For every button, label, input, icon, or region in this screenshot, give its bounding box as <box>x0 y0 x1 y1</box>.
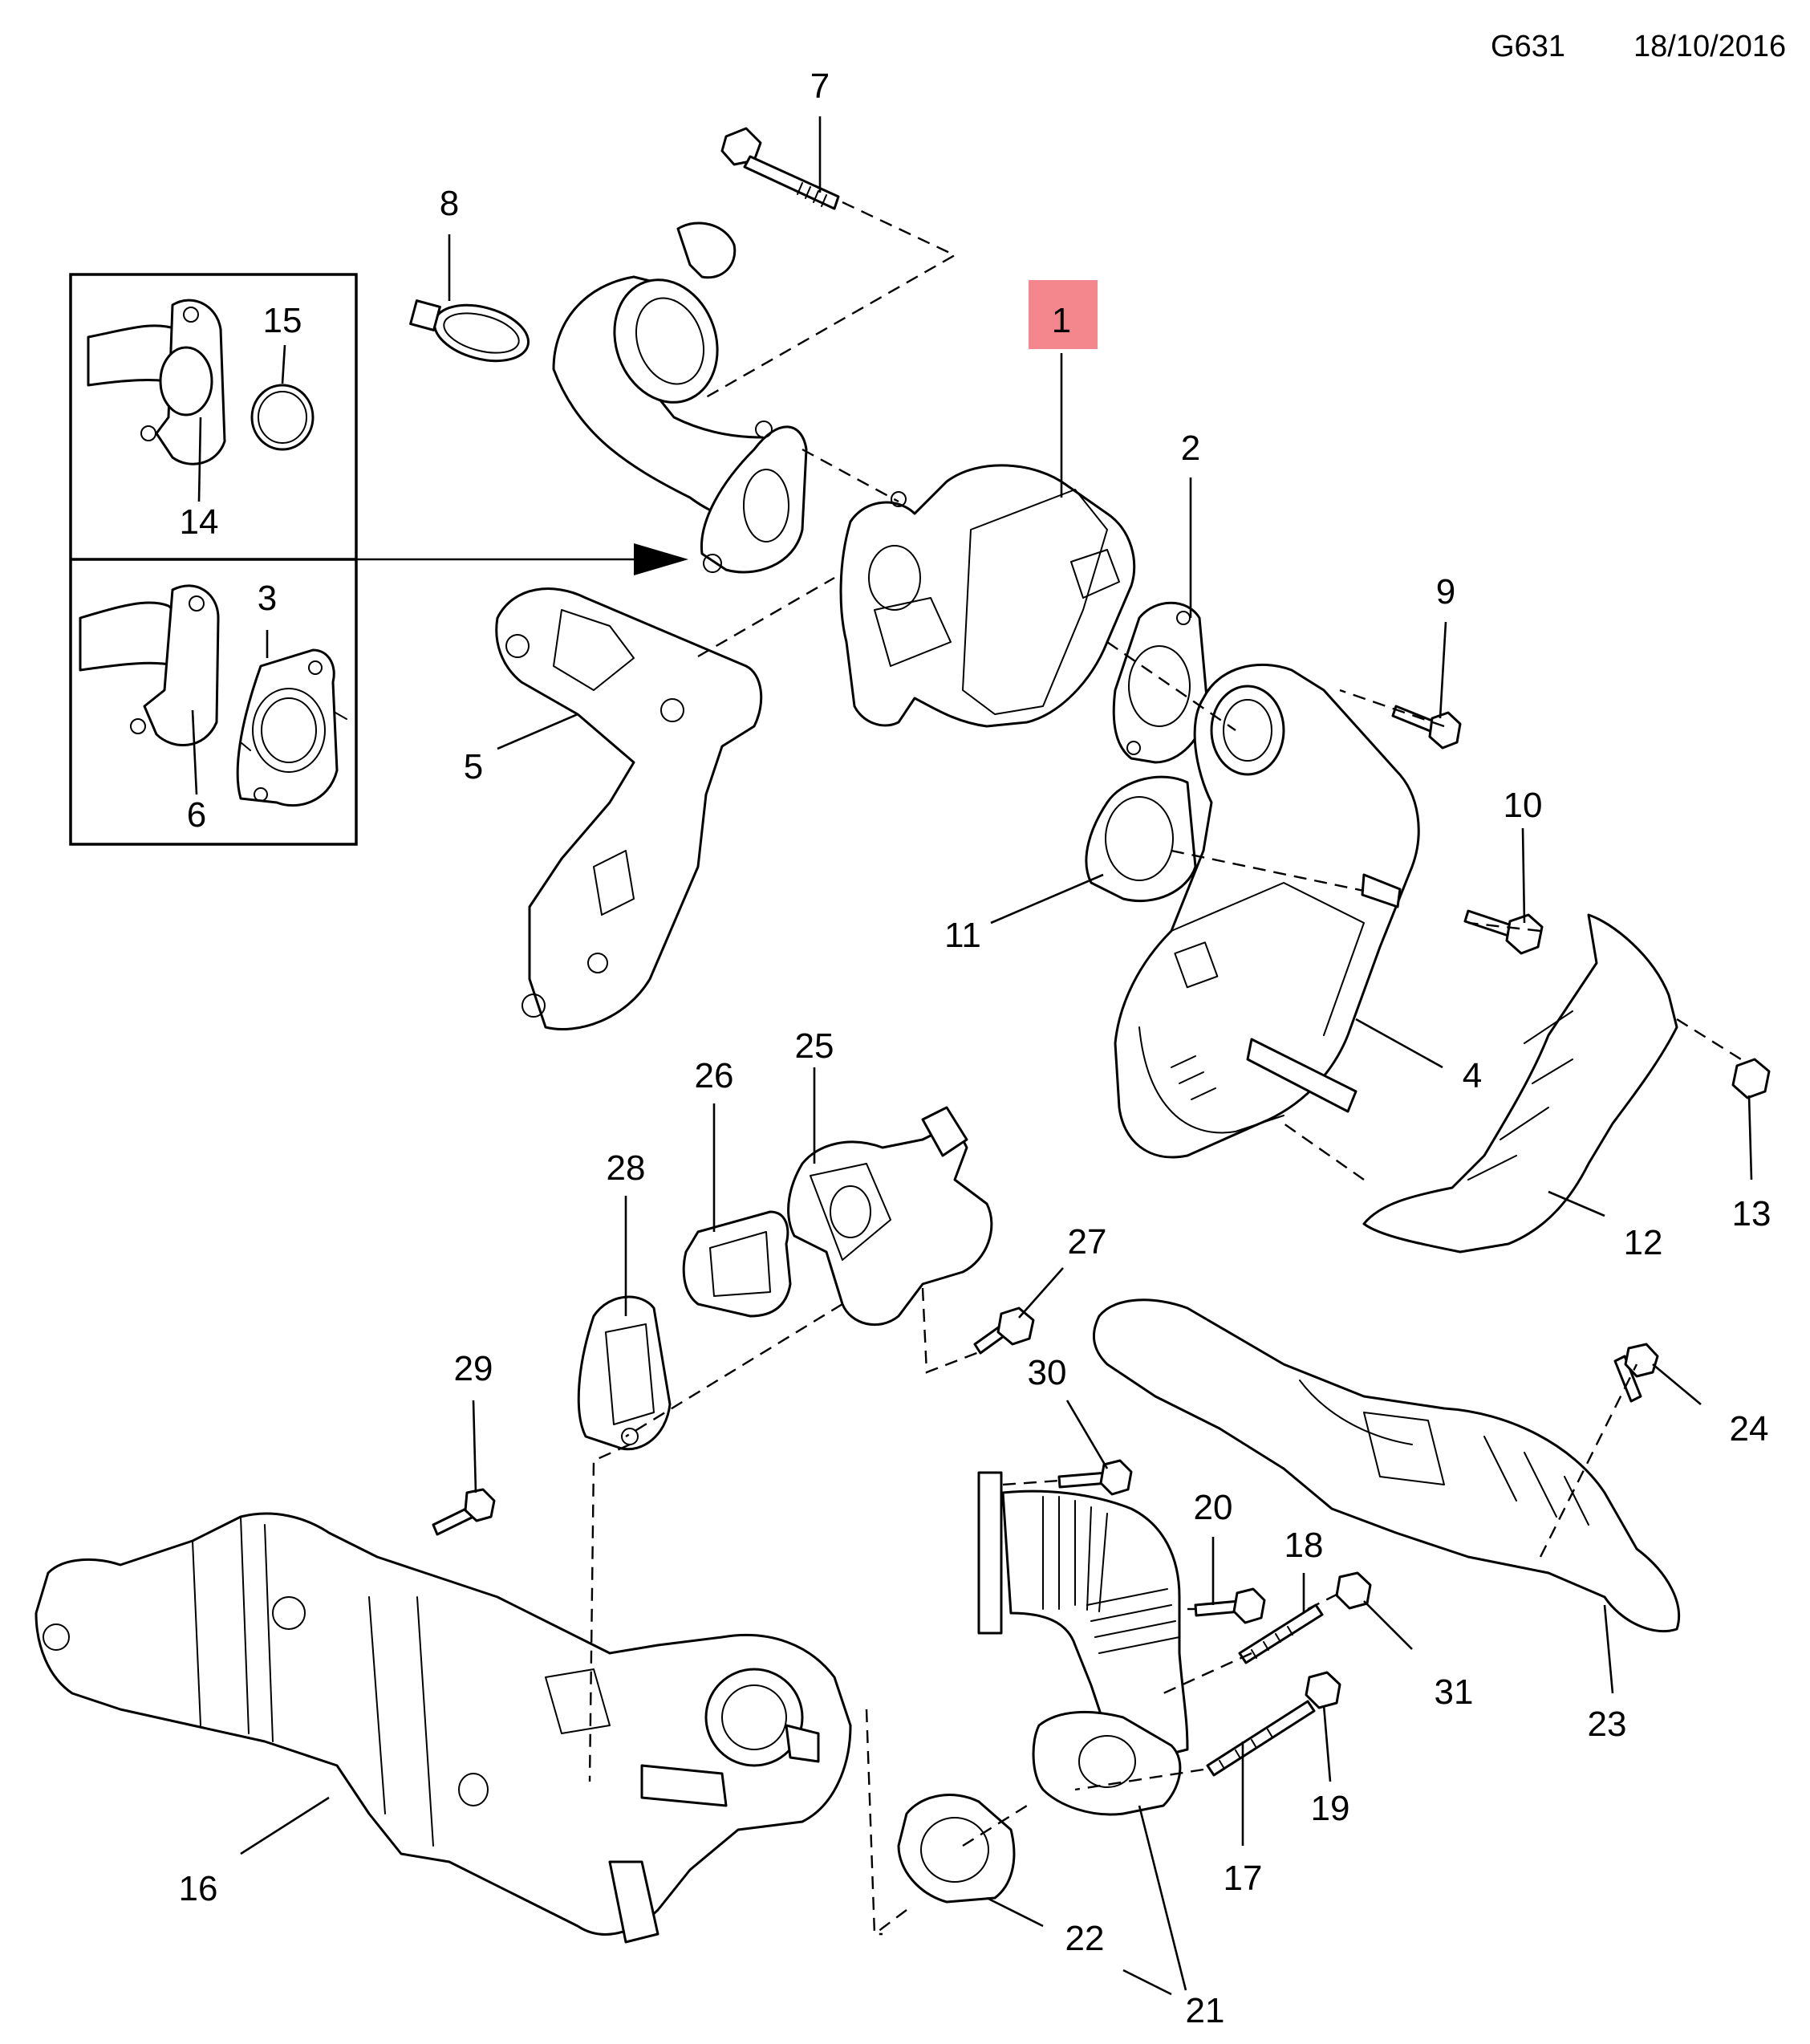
callout-2[interactable]: 2 <box>1181 429 1200 468</box>
callout-labels: 7 8 1 15 2 14 3 9 5 6 10 11 4 25 26 28 1… <box>179 67 1771 2030</box>
bolt-10[interactable] <box>1463 909 1544 955</box>
callout-17[interactable]: 17 <box>1224 1859 1263 1898</box>
egr-cooler-16[interactable] <box>34 1512 852 1944</box>
leader-15 <box>281 344 286 384</box>
callout-15[interactable]: 15 <box>263 301 302 340</box>
callout-10[interactable]: 10 <box>1504 786 1543 825</box>
diagram-code: G631 <box>1491 30 1565 63</box>
part-1-highlight <box>1029 280 1098 349</box>
callout-23[interactable]: 23 <box>1588 1705 1627 1744</box>
callout-30[interactable]: 30 <box>1028 1353 1067 1392</box>
callout-31[interactable]: 31 <box>1435 1672 1474 1712</box>
screw-13[interactable] <box>1731 1058 1771 1099</box>
callout-19[interactable]: 19 <box>1311 1789 1350 1828</box>
callout-21[interactable]: 21 <box>1186 1991 1225 2030</box>
egr-valve-1[interactable] <box>839 464 1136 728</box>
leader-14 <box>197 417 202 502</box>
stud-18[interactable] <box>1238 1603 1324 1664</box>
gasket-11[interactable] <box>1085 775 1197 903</box>
callout-8[interactable]: 8 <box>440 184 459 223</box>
alignment-lines <box>588 201 1742 1936</box>
callout-27[interactable]: 27 <box>1068 1222 1107 1262</box>
o-ring-15[interactable] <box>250 384 315 451</box>
screw-29[interactable] <box>432 1488 496 1536</box>
stud-17[interactable] <box>1206 1700 1316 1777</box>
callout-26[interactable]: 26 <box>695 1056 734 1095</box>
bolt-24[interactable] <box>1613 1343 1659 1403</box>
bolt-30[interactable] <box>1057 1459 1133 1496</box>
callout-1[interactable]: 1 <box>1052 301 1071 340</box>
inset-box <box>69 273 358 846</box>
callout-6[interactable]: 6 <box>187 795 206 835</box>
flange-6[interactable] <box>143 584 220 746</box>
leader-6 <box>191 709 198 795</box>
callout-25[interactable]: 25 <box>795 1026 834 1066</box>
bolt-7[interactable] <box>720 127 840 210</box>
leader-lines <box>240 116 1753 1996</box>
hose-clamp-8[interactable] <box>409 296 535 371</box>
callout-29[interactable]: 29 <box>454 1349 493 1388</box>
callout-7[interactable]: 7 <box>810 67 830 106</box>
gasket-28[interactable] <box>577 1295 672 1451</box>
nut-19[interactable] <box>1305 1671 1341 1709</box>
gasket-3[interactable] <box>236 648 339 807</box>
bolt-20[interactable] <box>1194 1587 1266 1624</box>
callout-12[interactable]: 12 <box>1624 1223 1663 1262</box>
gasket-2[interactable] <box>1112 601 1209 764</box>
gasket-22[interactable] <box>897 1794 1016 1904</box>
bolt-27[interactable] <box>973 1306 1035 1355</box>
heat-shield-23[interactable] <box>1092 1298 1681 1633</box>
callout-3[interactable]: 3 <box>258 579 277 618</box>
callout-22[interactable]: 22 <box>1065 1919 1105 1958</box>
diagram-date: 18/10/2016 <box>1633 30 1786 63</box>
callout-13[interactable]: 13 <box>1732 1194 1771 1233</box>
callout-9[interactable]: 9 <box>1436 572 1455 612</box>
gasket-26[interactable] <box>682 1210 792 1318</box>
callout-28[interactable]: 28 <box>607 1148 646 1188</box>
egr-pipe-upper[interactable] <box>552 221 808 574</box>
callout-20[interactable]: 20 <box>1194 1488 1233 1527</box>
callout-4[interactable]: 4 <box>1463 1056 1482 1095</box>
callout-11[interactable]: 11 <box>944 916 981 955</box>
callout-16[interactable]: 16 <box>179 1869 218 1908</box>
connector-25[interactable] <box>787 1106 993 1327</box>
heat-shield-12[interactable] <box>1362 913 1678 1254</box>
egr-pipe-21[interactable] <box>977 1471 1189 1816</box>
inset-arrow <box>356 543 688 575</box>
bracket-5[interactable] <box>495 587 763 1030</box>
callout-5[interactable]: 5 <box>464 747 483 786</box>
callout-24[interactable]: 24 <box>1730 1409 1769 1449</box>
egr-cooler-4[interactable] <box>1114 664 1420 1159</box>
callout-14[interactable]: 14 <box>180 502 219 542</box>
callout-18[interactable]: 18 <box>1284 1526 1324 1565</box>
